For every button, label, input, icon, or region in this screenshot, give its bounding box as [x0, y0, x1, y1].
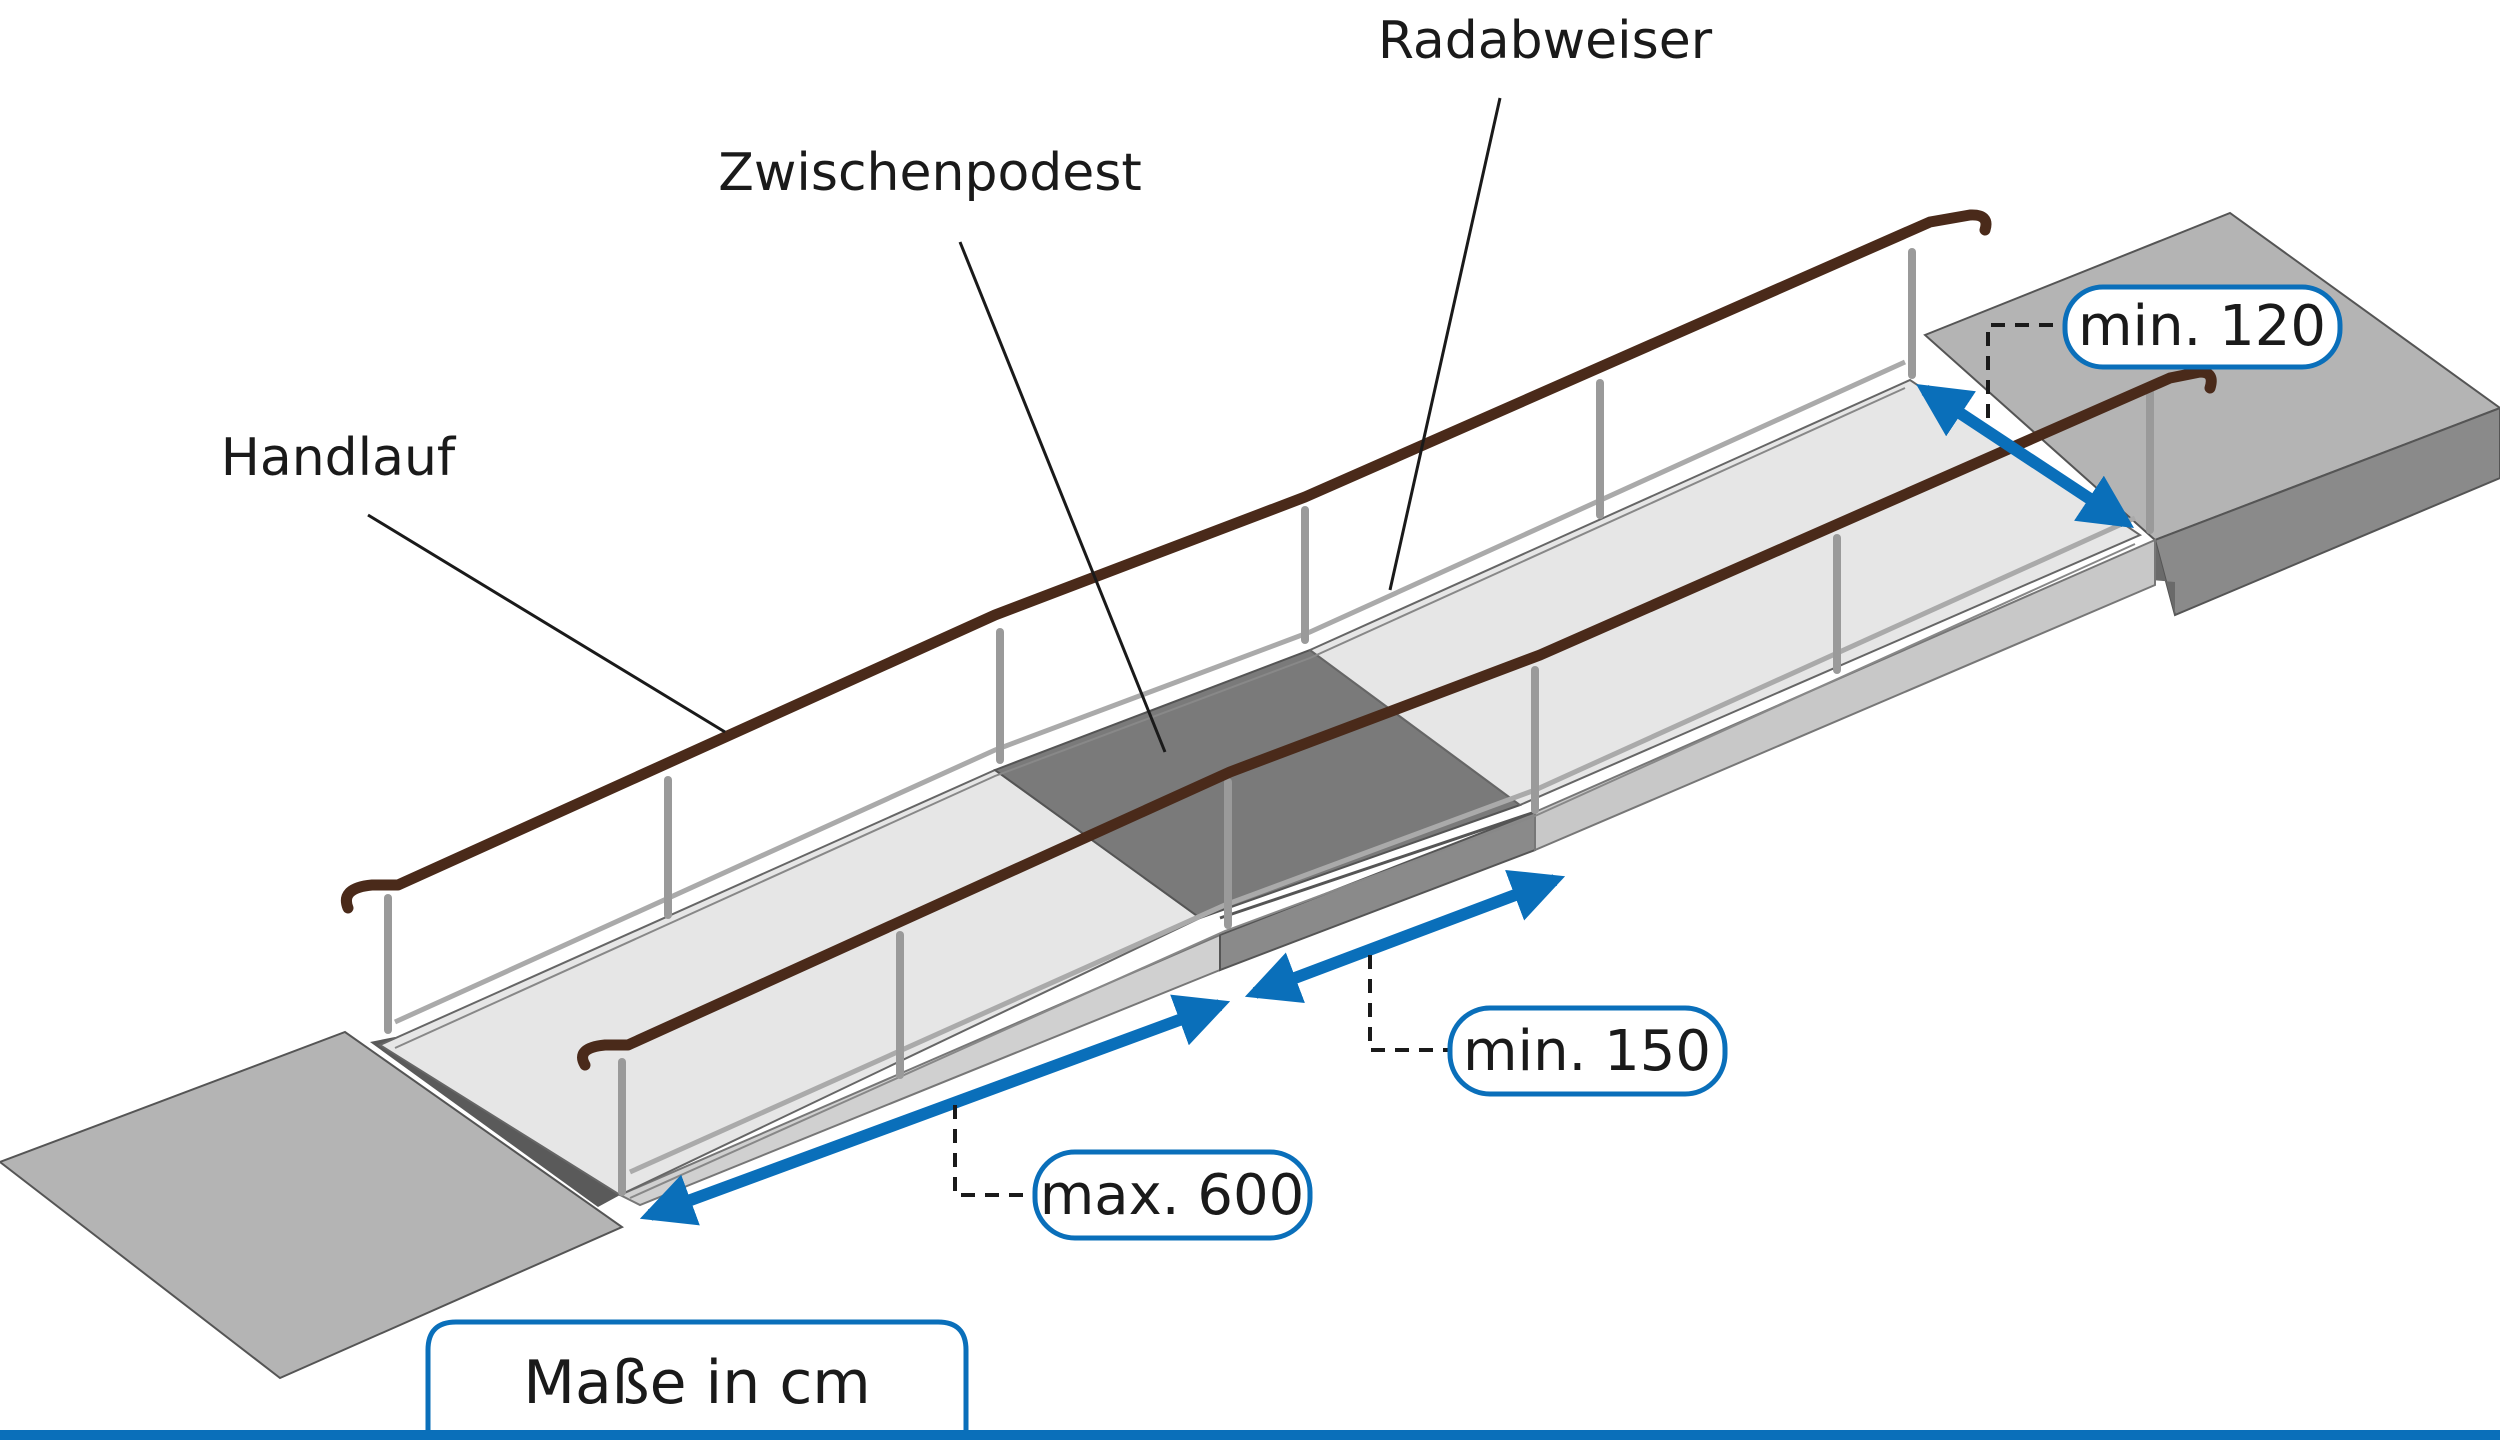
- dim-ramp-text: max. 600: [1040, 1163, 1305, 1228]
- leader-lines: [367, 97, 1502, 753]
- arrow-width: [1915, 384, 2135, 528]
- lower-ground-plate: [0, 1030, 625, 1380]
- callout-connectors: [953, 323, 2065, 1197]
- callout-min-150: min. 150: [1447, 1005, 1728, 1097]
- leader-handlauf: [367, 513, 726, 734]
- label-handlauf: Handlauf: [221, 428, 457, 488]
- unit-note-text: Maße in cm: [523, 1348, 871, 1418]
- callout-max-600: max. 600: [1032, 1149, 1313, 1241]
- unit-note: Maße in cm: [425, 1319, 969, 1440]
- dim-landing-text: min. 150: [1463, 1019, 1711, 1084]
- label-radabweiser: Radabweiser: [1378, 11, 1713, 71]
- label-zwischenpodest: Zwischenpodest: [718, 143, 1142, 203]
- handrail-posts-back: [384, 248, 1916, 1034]
- leader-radabweiser: [1388, 97, 1502, 591]
- callout-min-120: min. 120: [2062, 284, 2343, 370]
- arrow-landing-length: [1244, 869, 1566, 1004]
- leader-zwischenpodest: [958, 241, 1167, 753]
- handrails: [341, 209, 2217, 1071]
- arrow-ramp-length: [639, 994, 1231, 1226]
- dim-width-text: min. 120: [2078, 294, 2326, 359]
- bottom-bar: [0, 1430, 2500, 1440]
- handrail-back: [341, 209, 1992, 914]
- dimension-arrows: [639, 384, 2135, 1226]
- handrail-front: [577, 366, 2217, 1071]
